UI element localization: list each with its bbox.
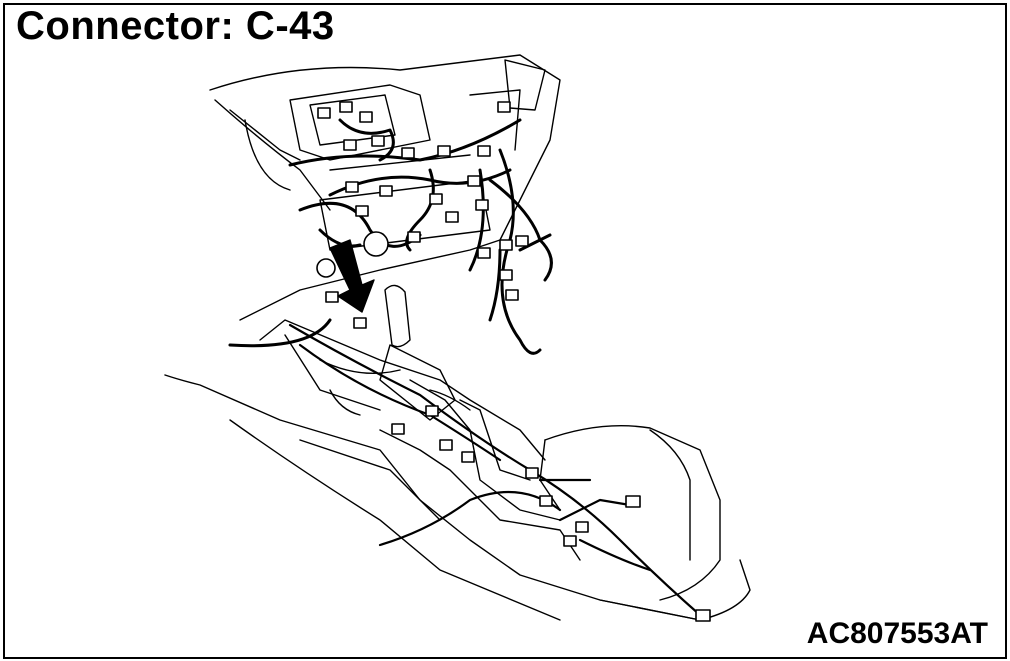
wire-harness — [228, 118, 553, 355]
floor-wire-harness — [288, 323, 702, 617]
diagram-title: Connector: C-43 — [16, 4, 335, 48]
figure-code: AC807553AT — [806, 617, 988, 650]
dashboard-outline — [209, 54, 561, 321]
floor-connector-blocks — [391, 405, 711, 622]
connector-blocks — [316, 101, 529, 329]
shift-lever — [379, 284, 471, 421]
center-console — [164, 319, 701, 621]
diagram-frame — [3, 3, 1007, 659]
location-arrow-icon — [329, 239, 375, 313]
